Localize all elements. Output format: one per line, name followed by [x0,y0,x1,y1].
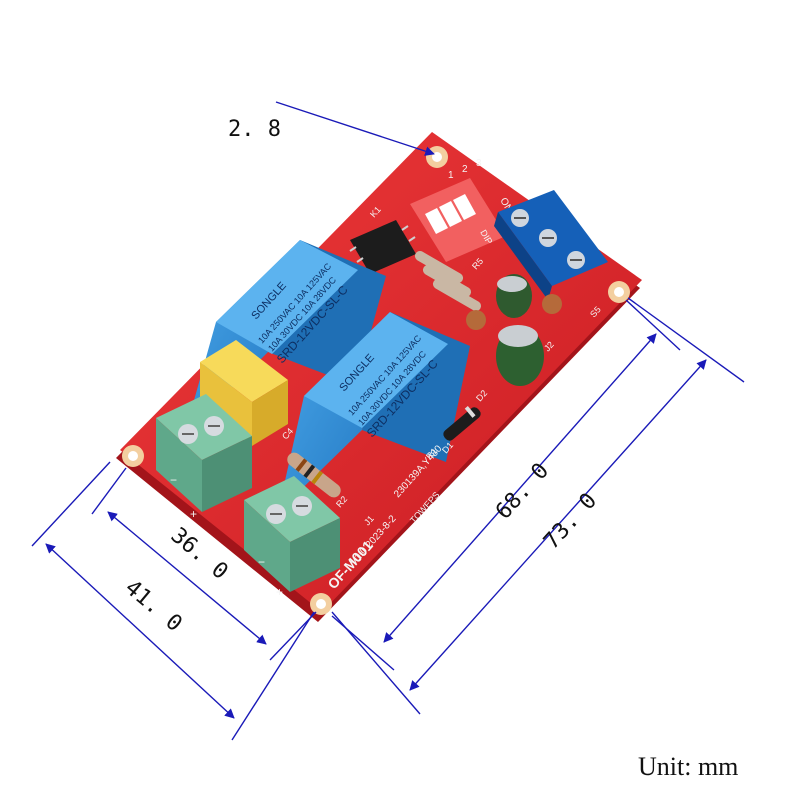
ext-line-right-inner [625,299,681,351]
terminal-block-blue [494,190,608,300]
ceramic-capacitors [466,294,562,330]
plus-sign-left: + [190,507,197,521]
dim-line-outer-width [45,543,235,719]
ext-line-bottom-outer [231,611,315,741]
mounting-hole-left [122,445,144,467]
dim-text-outer-width: 41. 0 [120,575,187,637]
ext-line-left-outer [31,461,111,547]
ic-chip [349,220,416,274]
resistor-array [414,251,482,311]
ext-line-left-inner [91,467,127,515]
ext-line-bottom-right-inner [331,615,395,671]
mounting-hole-top [426,146,448,168]
minus-sign-right: − [258,555,265,569]
electrolytic-capacitor-small [496,274,532,318]
dip-switch: 1 2 3 ON DIP [410,158,514,262]
dip-label-2: 2 [462,164,468,175]
dim-text-outer-length: 73. 0 [539,488,602,554]
dim-text-inner-length: 68. 0 [491,458,554,524]
dip-label-3: 3 [476,158,482,169]
power-resistor [287,452,341,498]
ext-line-right-outer [627,297,745,383]
dim-line-hole-offset [275,101,435,156]
mounting-hole-right [608,281,630,303]
dim-text-hole-offset: 2. 8 [228,117,281,142]
unit-label: Unit: mm [638,752,738,781]
minus-sign-left: − [170,473,177,487]
plus-sign-right: + [276,585,283,599]
dim-line-outer-length [409,359,707,691]
electrolytic-capacitor-large [496,325,544,386]
terminal-block-green-left [156,394,252,512]
dimension-annotations [31,101,745,741]
dip-label-1: 1 [448,170,454,181]
mounting-hole-bottom [310,593,332,615]
ext-line-bottom-inner [269,611,317,661]
